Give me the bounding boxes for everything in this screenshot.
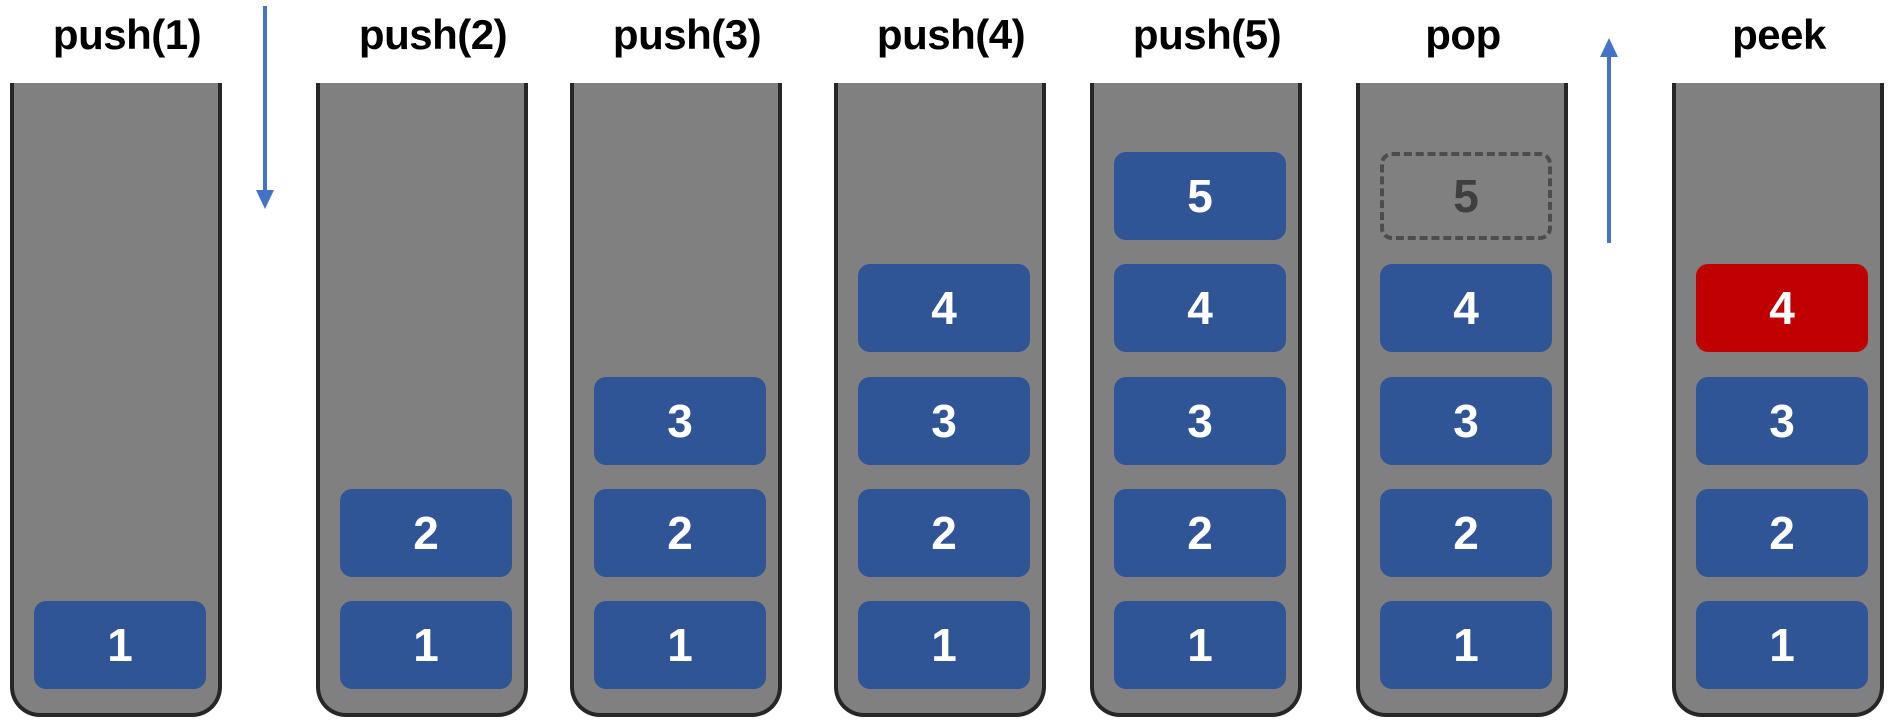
stack-block: 3: [1114, 377, 1286, 465]
stack-push-3: 1 2 3: [570, 83, 782, 717]
stack-block: 1: [1380, 601, 1552, 689]
stack-block: 2: [858, 489, 1030, 577]
stack-label-push-5: push(5): [1132, 11, 1282, 58]
pop-direction-arrow: [1600, 38, 1618, 243]
stack-block: 1: [1696, 601, 1868, 689]
stack-block: 3: [594, 377, 766, 465]
stack-block: 3: [1380, 377, 1552, 465]
stack-block: 2: [1380, 489, 1552, 577]
stack-block: 1: [594, 601, 766, 689]
stack-label-push-3: push(3): [612, 11, 762, 58]
peeked-block: 4: [1696, 264, 1868, 352]
stack-block: 2: [594, 489, 766, 577]
stack-label-push-2: push(2): [358, 11, 508, 58]
stack-block: 1: [1114, 601, 1286, 689]
stack-block: 3: [1696, 377, 1868, 465]
stack-block: 4: [858, 264, 1030, 352]
stack-label-pop: pop: [1425, 11, 1501, 58]
stack-push-4: 1 2 3 4: [834, 83, 1046, 717]
stack-block: 1: [858, 601, 1030, 689]
stack-label-push-1: push(1): [52, 11, 202, 58]
stack-block: 2: [1696, 489, 1868, 577]
stack-block: 4: [1380, 264, 1552, 352]
stack-label-push-4: push(4): [876, 11, 1026, 58]
stack-block: 1: [340, 601, 512, 689]
push-direction-arrow: [256, 6, 274, 209]
stack-block: 2: [1114, 489, 1286, 577]
stack-block: 3: [858, 377, 1030, 465]
stack-block: 2: [340, 489, 512, 577]
stack-push-5: 1 2 3 4 5: [1090, 83, 1302, 717]
stack-block: 4: [1114, 264, 1286, 352]
stack-block: 1: [34, 601, 206, 689]
stack-push-1: 1: [10, 83, 222, 717]
stack-block: 5: [1114, 152, 1286, 240]
popped-block: 5: [1380, 152, 1552, 240]
stack-label-peek: peek: [1732, 11, 1826, 58]
stack-pop: 1 2 3 4 5: [1356, 83, 1568, 717]
stack-peek: 1 2 3 4: [1672, 83, 1884, 717]
